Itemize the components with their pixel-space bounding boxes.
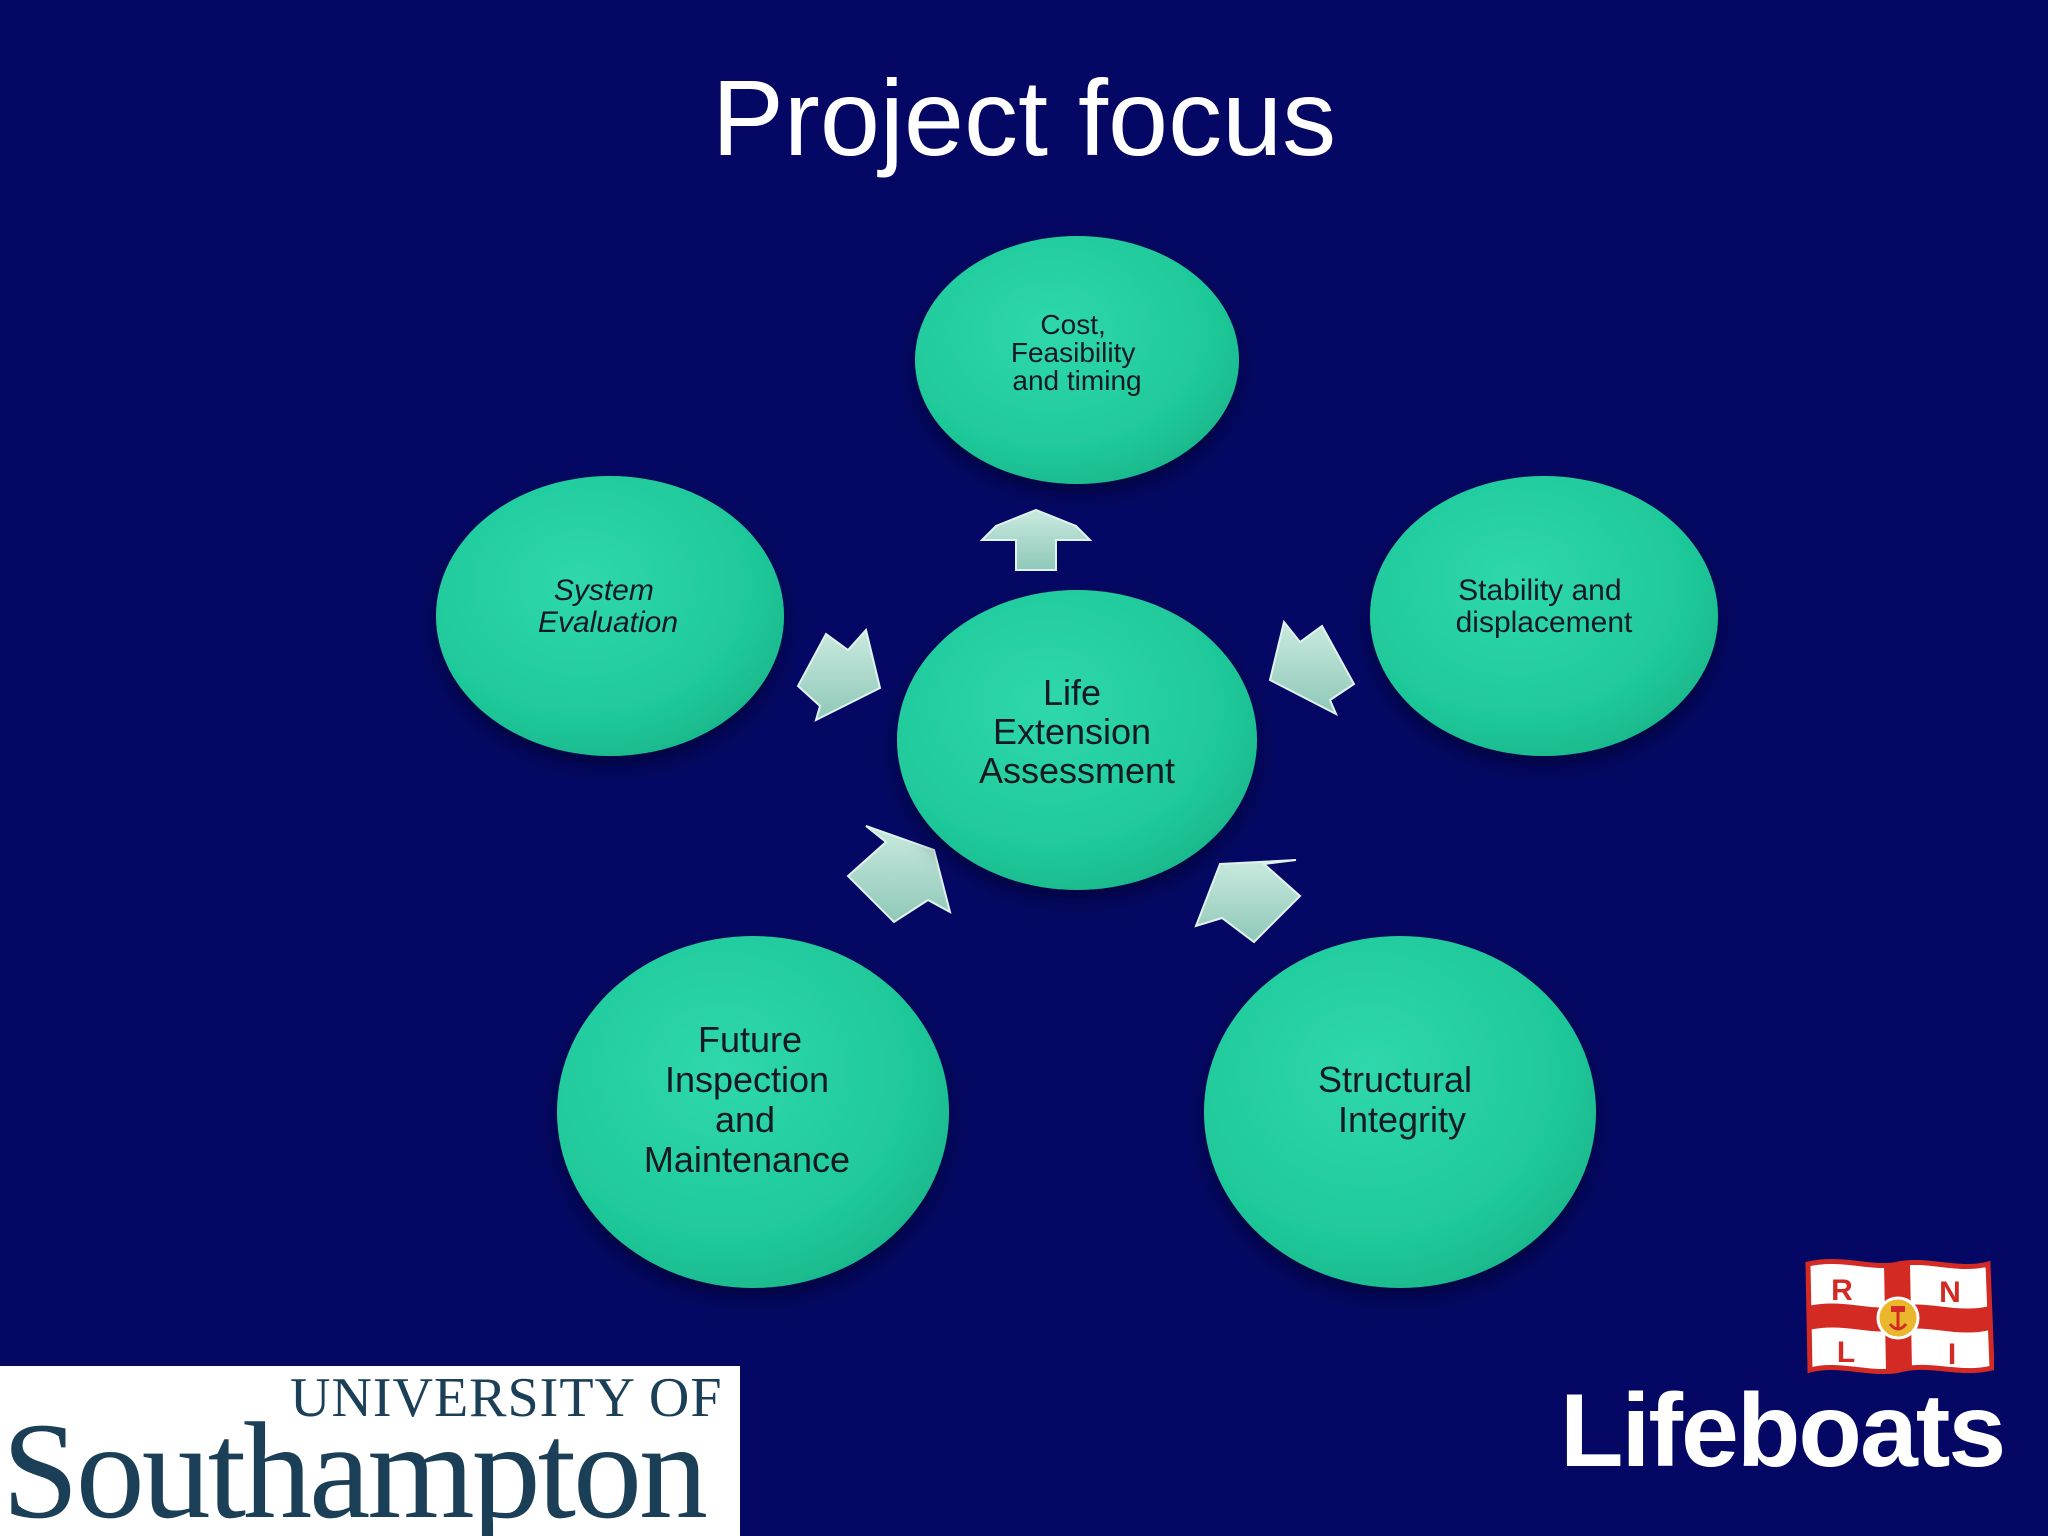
arrow-to-cost <box>979 508 1093 571</box>
circles-group <box>436 236 1718 1288</box>
university-logo-main-text: Southampton <box>2 1394 708 1536</box>
rnli-flag-icon: R N L I <box>1805 1259 1994 1375</box>
rnli-lifeboats-wordmark: Lifeboats <box>1560 1373 2006 1489</box>
node-label-center: Life Extension Assessment <box>979 672 1175 791</box>
university-logo-top-text: UNIVERSITY OF <box>290 1367 723 1429</box>
node-circle-cost <box>915 236 1239 484</box>
arrow-from-system <box>796 627 882 722</box>
node-label-system: System Evaluation <box>538 574 678 639</box>
arrows-group <box>796 508 1356 944</box>
node-label-future: Future Inspection and Maintenance <box>644 1019 850 1180</box>
rnli-letter-i: I <box>1948 1338 1956 1371</box>
node-label-stability: Stability and displacement <box>1456 574 1633 639</box>
node-label-structural: Structural Integrity <box>1318 1059 1482 1140</box>
node-circle-future <box>557 936 949 1288</box>
rnli-letter-n: N <box>1939 1276 1961 1309</box>
rnli-letter-l: L <box>1837 1336 1855 1369</box>
arrow-from-stability <box>1268 619 1356 717</box>
slide-title: Project focus <box>711 57 1337 178</box>
arrow-from-structural <box>1194 859 1302 944</box>
arrow-from-future <box>846 825 952 924</box>
rnli-letter-r: R <box>1831 1274 1853 1307</box>
node-circle-stability <box>1370 476 1718 756</box>
node-circle-system <box>436 476 784 756</box>
university-logo: UNIVERSITY OF Southampton <box>0 1366 740 1536</box>
node-label-cost: Cost, Feasibility and timing <box>1011 309 1143 396</box>
node-circle-center <box>897 590 1257 890</box>
node-circle-structural <box>1204 936 1596 1288</box>
